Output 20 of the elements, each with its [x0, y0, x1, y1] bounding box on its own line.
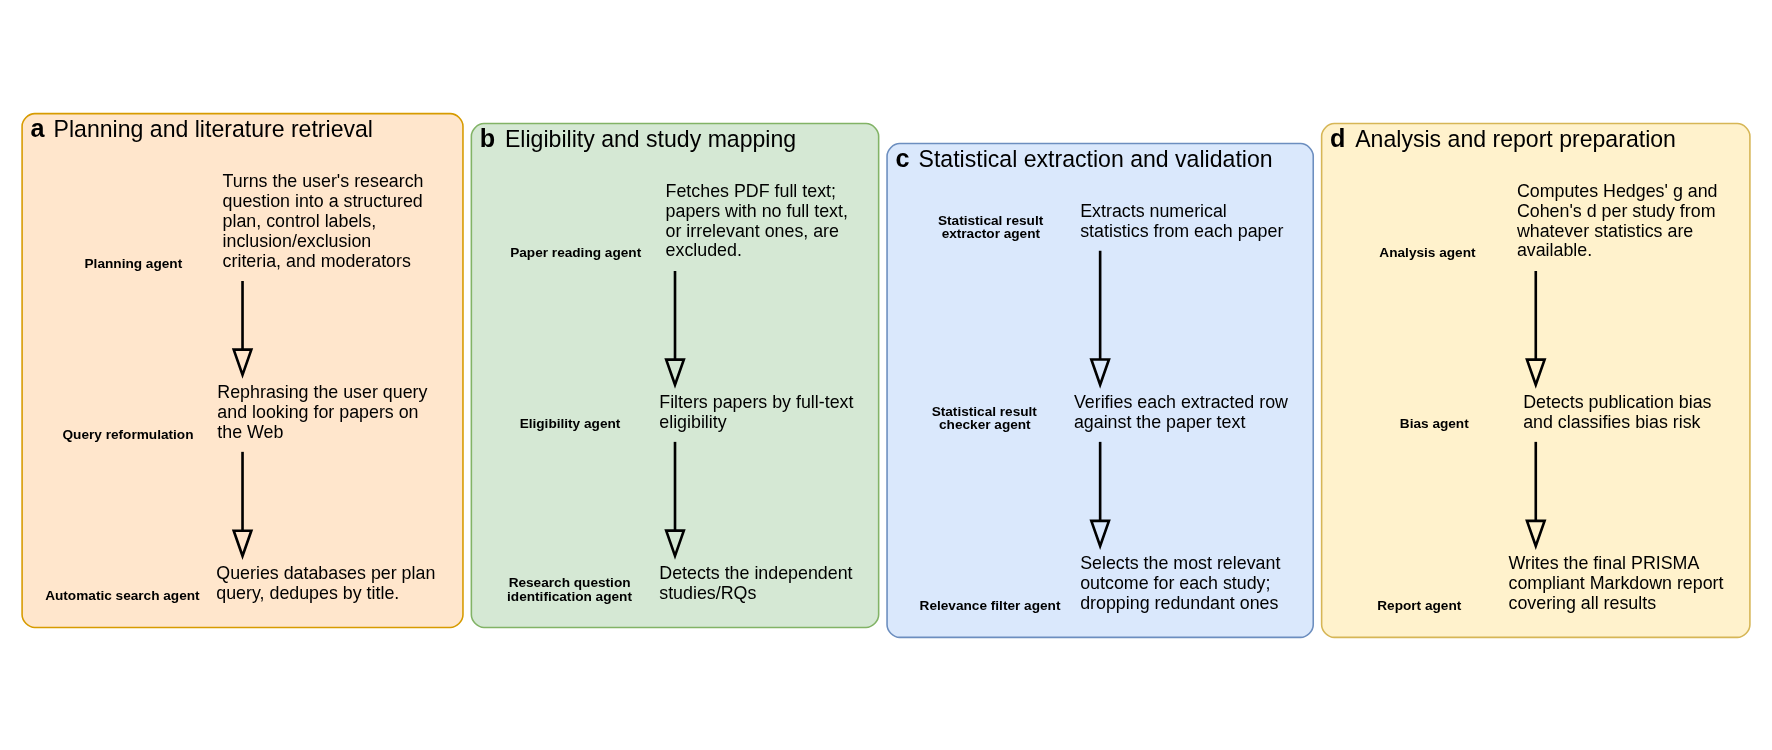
arrow: [1525, 270, 1547, 389]
arrow: [664, 441, 686, 560]
node-text: Planning agent Turns the user's research question into a structured plan, control labels, inclusion/exclusion criteria, and moderators: [84, 170, 424, 271]
arrow: [231, 280, 254, 379]
node-text: Report agent Writes the final PRISMA compliant Markdown report covering all results: [1377, 552, 1724, 613]
node-text: Analysis agent Computes Hedges' g and Cohen's d per study from whatever statistics are available.: [1379, 180, 1718, 260]
arrow: [664, 270, 686, 389]
node-text: Paper reading agent Fetches PDF full text; papers with no full text, or irrelevant ones, are excluded.: [510, 180, 848, 260]
arrow: [1525, 441, 1547, 550]
arrow: [1089, 250, 1111, 389]
node-text: Relevance filter agent Selects the most relevant outcome for each study; dropping redundant ones: [919, 552, 1281, 613]
node-text: Eligibility agent Filters papers by full-text eligibility: [519, 391, 854, 432]
node-text: Research question identification agent Detects the independent studies/RQs: [507, 562, 853, 604]
arrow: [231, 451, 254, 560]
node-text: Bias agent Detects publication bias and classifies bias risk: [1399, 391, 1712, 432]
node-text: Automatic search agent Queries databases per plan query, dedupes by title.: [45, 562, 436, 603]
node-text: Statistical result extractor agent Extracts numerical statistics from each paper: [937, 200, 1284, 241]
node-text: Query reformulation Rephrasing the user query and looking for papers on the Web: [62, 381, 428, 442]
node-text: Statistical result checker agent Verifies each extracted row against the paper text: [931, 391, 1288, 432]
arrow: [1089, 441, 1111, 550]
